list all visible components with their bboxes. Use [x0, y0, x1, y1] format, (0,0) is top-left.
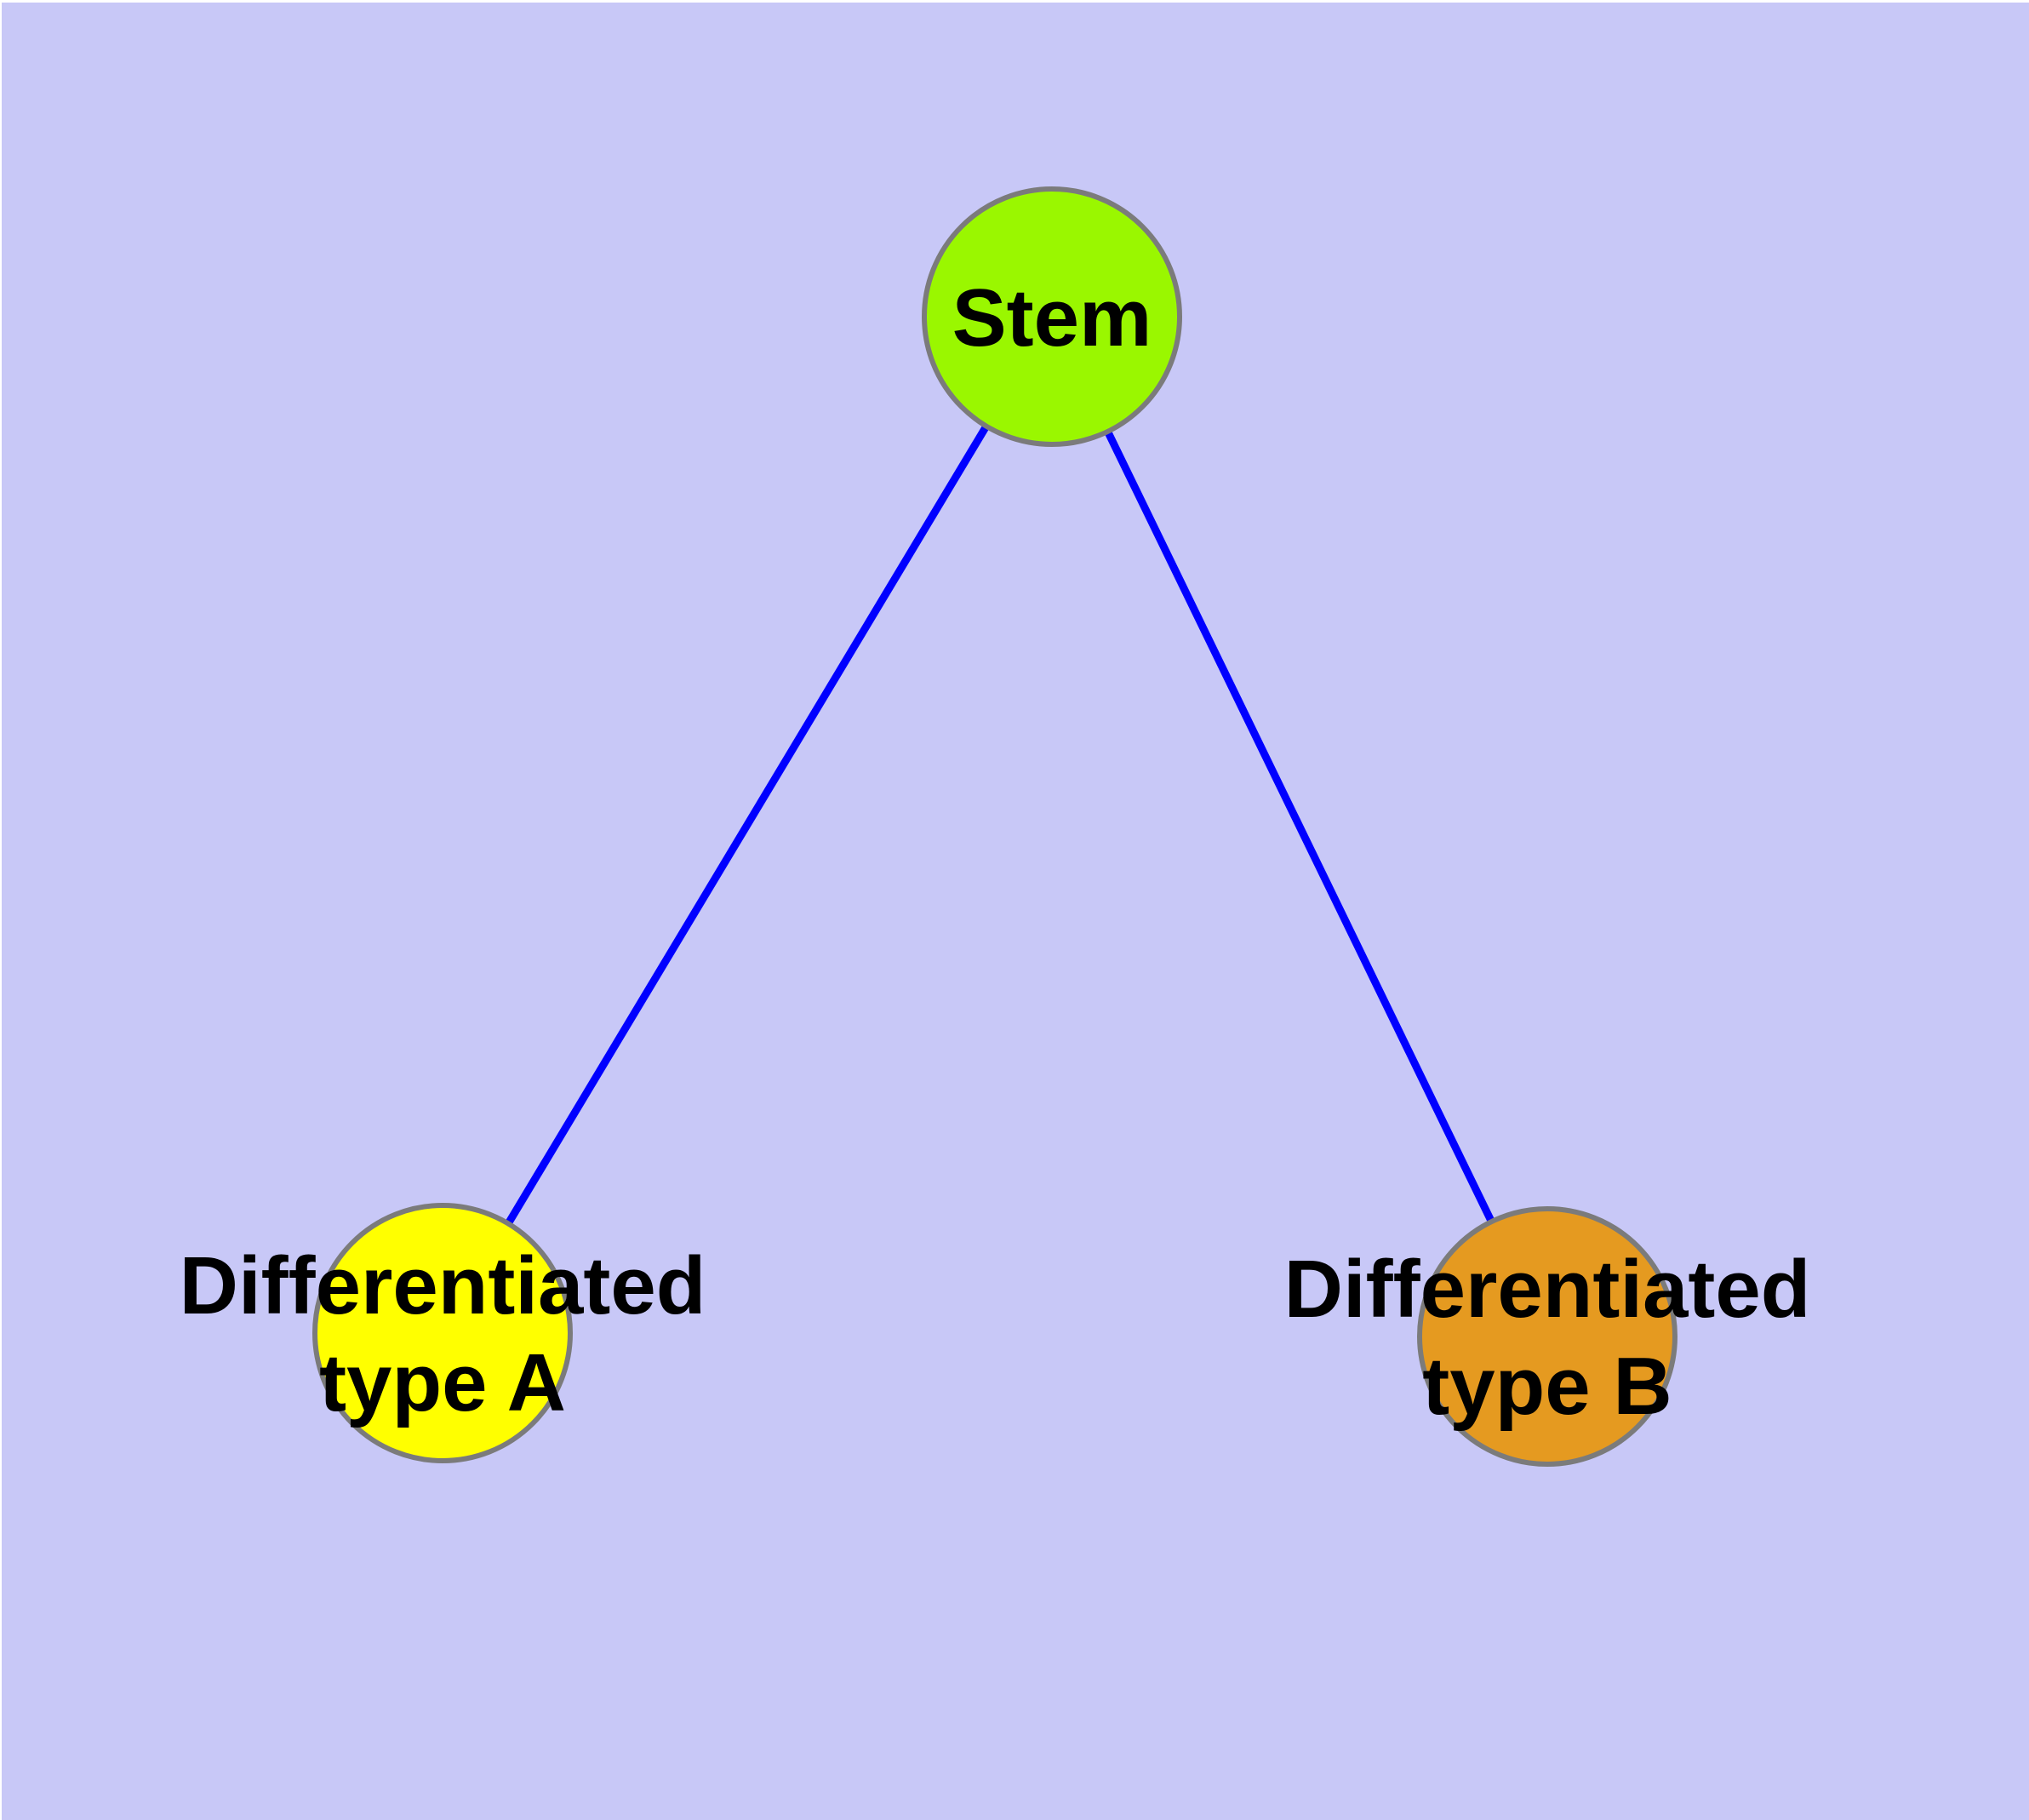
node-typeB-label-line: type B	[1422, 1341, 1672, 1432]
node-stem-circle	[922, 186, 1182, 447]
edge-stem-typeB	[1048, 315, 1552, 1338]
node-typeA-label-line: type A	[319, 1337, 566, 1428]
node-typeB-label-line: Differentiated	[1284, 1244, 1811, 1335]
node-stem-label: Stem	[952, 272, 1152, 363]
node-typeA-label-line: Differentiated	[180, 1240, 706, 1331]
node-typeA-circle	[312, 1203, 573, 1463]
edge-stem-typeA	[439, 314, 1055, 1336]
node-stem-label-line: Stem	[952, 272, 1152, 363]
node-stem: Stem	[922, 186, 1182, 447]
node-typeB-circle	[1417, 1206, 1677, 1467]
